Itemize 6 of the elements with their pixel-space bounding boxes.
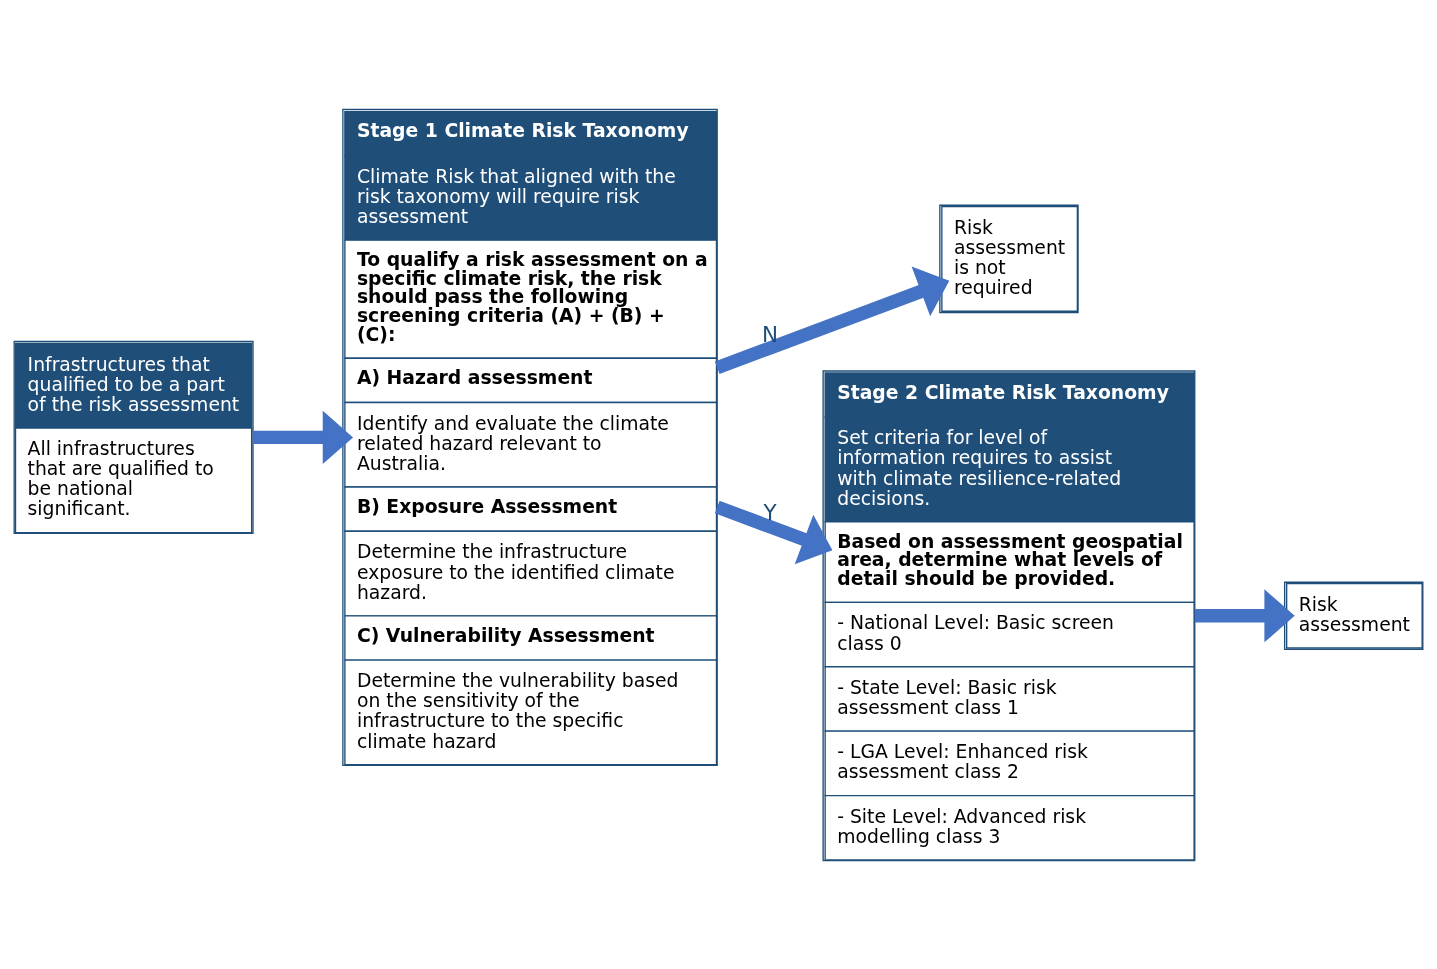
arrow: [714, 500, 833, 564]
edge-label: Y: [763, 499, 777, 525]
arrow: [1194, 588, 1295, 642]
arrow: [714, 266, 950, 374]
edge-label: N: [762, 321, 779, 347]
arrow: [253, 410, 354, 464]
